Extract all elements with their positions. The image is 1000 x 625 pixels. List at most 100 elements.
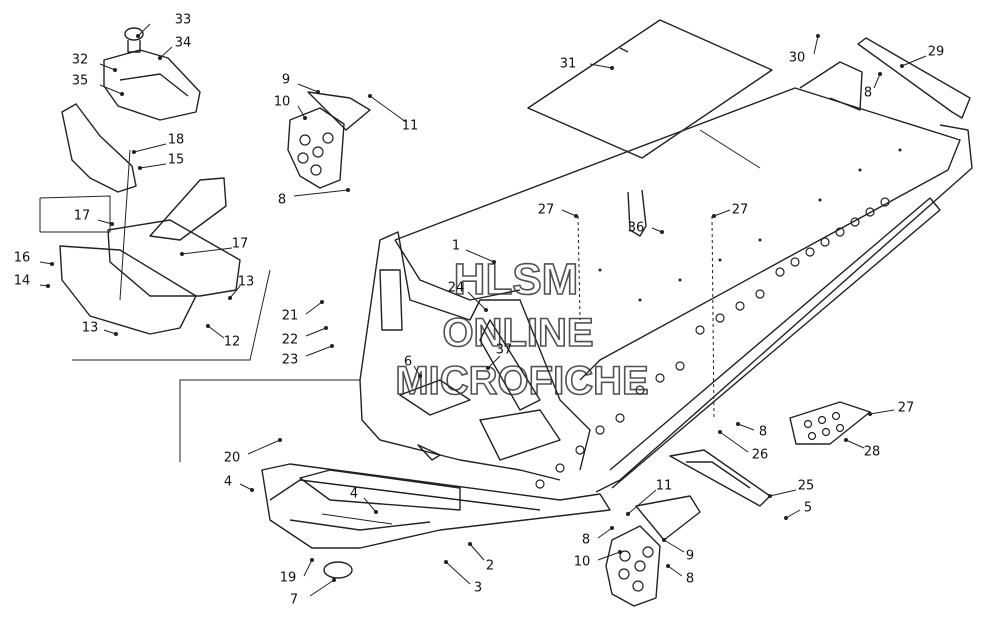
leader-endpoint [784,516,788,520]
callout-number: 17 [74,209,91,224]
callout-number: 11 [656,479,673,494]
leader-line [229,285,241,299]
leader-endpoint [320,300,324,304]
callout-30: 30 [789,34,820,66]
callout-number: 6 [404,355,412,370]
leader-endpoint [844,438,848,442]
leader-endpoint [374,510,378,514]
callout-8: 8 [278,188,350,208]
leader-endpoint [303,116,307,120]
leader-endpoint [768,494,772,498]
leader-endpoint [180,252,184,256]
callout-22: 22 [282,326,328,348]
leader-line [627,489,657,515]
callout-number: 26 [752,448,769,463]
shield-lower [605,495,701,607]
leader-endpoint [660,230,664,234]
callout-number: 8 [582,533,590,548]
leader-endpoint [868,412,872,416]
callout-31: 31 [560,57,614,72]
leader-line [469,543,485,561]
callout-number: 30 [789,51,806,66]
callout-number: 18 [168,133,185,148]
leader-line [445,561,471,585]
callout-9: 9 [662,538,694,564]
running-board-holes [535,197,890,489]
callout-number: 10 [574,555,591,570]
leader-bulkhead [179,379,360,462]
callout-20: 20 [224,438,282,466]
callout-33: 33 [136,13,192,38]
leader-endpoint [666,564,670,568]
leader-endpoint [250,488,254,492]
leader-endpoint [114,332,118,336]
leader-endpoint [228,296,232,300]
leader-endpoint [468,542,472,546]
callout-number: 32 [72,53,89,68]
callout-number: 33 [175,13,192,28]
callout-number: 22 [282,333,299,348]
leader-endpoint [444,560,448,564]
callout-8: 8 [666,564,694,587]
callout-number: 13 [238,275,255,290]
callout-15: 15 [138,153,185,170]
callout-6: 6 [404,355,422,378]
callout-28: 28 [844,438,880,460]
callout-29: 29 [900,45,944,68]
front-bulkhead [359,231,591,481]
leader-line [589,63,613,69]
leader-line [873,73,881,89]
leader-endpoint [138,166,142,170]
leader-endpoint [712,214,716,218]
callout-25: 25 [768,479,814,498]
leader-endpoint [50,262,54,266]
leader-line [297,105,306,119]
callout-26: 26 [718,430,768,463]
leader-line [297,83,319,93]
leader-endpoint [626,512,630,516]
leader-endpoint [206,324,210,328]
callout-3: 3 [444,560,482,596]
callout-number: 9 [282,73,290,88]
leader-line [487,355,501,369]
leader-line [813,35,819,55]
callout-number: 27 [538,203,555,218]
callout-number: 2 [486,559,494,574]
callout-10: 10 [574,550,622,570]
leader-endpoint [618,550,622,554]
callout-18: 18 [132,133,185,154]
leader-endpoint [330,344,334,348]
callout-number: 27 [732,203,749,218]
leader-line [239,483,253,491]
callout-number: 23 [282,353,299,368]
cover-32 [103,27,201,121]
callout-number: 4 [224,475,232,490]
callout-19: 19 [280,558,314,586]
callout-11: 11 [368,94,418,134]
leader-line [597,527,613,539]
leader-endpoint [120,92,124,96]
callout-number: 35 [72,74,89,89]
callout-number: 15 [168,153,185,168]
leader-line [769,489,797,497]
callout-number: 12 [224,335,241,350]
callout-34: 34 [158,36,191,60]
callout-number: 13 [82,321,99,336]
leader-endpoint [113,68,117,72]
callout-number: 11 [402,119,419,134]
callout-4: 4 [224,475,254,492]
callout-23: 23 [282,344,334,368]
leader-line [247,439,281,455]
callout-17: 17 [74,209,114,226]
leader-line [103,329,117,335]
leader-endpoint [492,260,496,264]
bracket-15 [39,103,271,361]
callout-17: 17 [180,237,248,256]
leader-line [309,579,335,597]
callout-27: 27 [538,203,578,218]
leader-endpoint [346,188,350,192]
callout-4: 4 [350,487,378,514]
leader-line [305,301,323,315]
shield-upper [287,91,371,189]
